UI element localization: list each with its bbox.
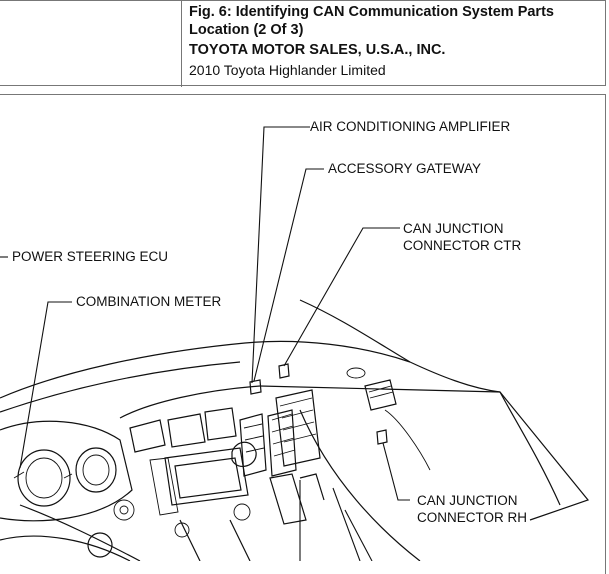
leader-can-junction-rh [382, 442, 410, 501]
accessory-gateway-connector [249, 379, 262, 395]
label-accessory-gateway: ACCESSORY GATEWAY [328, 161, 481, 176]
label-power-steering-ecu: POWER STEERING ECU [12, 249, 168, 264]
company-name: TOYOTA MOTOR SALES, U.S.A., INC. [189, 42, 446, 58]
leader-combination-meter [19, 301, 72, 469]
header-divider [181, 1, 182, 87]
header-text-block: Fig. 6: Identifying CAN Communication Sy… [189, 3, 605, 80]
callout-leaders [0, 126, 410, 501]
dashboard-diagram: AIR CONDITIONING AMPLIFIER ACCESSORY GAT… [0, 119, 590, 561]
label-can-junction-ctr-line2: CONNECTOR CTR [403, 238, 522, 253]
leader-accessory-gateway [253, 168, 324, 382]
label-air-conditioning-amplifier: AIR CONDITIONING AMPLIFIER [310, 119, 511, 134]
label-can-junction-rh-line2: CONNECTOR RH [417, 510, 527, 525]
label-can-junction-ctr-line1: CAN JUNCTION [403, 221, 504, 236]
callout-labels: AIR CONDITIONING AMPLIFIER ACCESSORY GAT… [12, 119, 527, 525]
vehicle-name: 2010 Toyota Highlander Limited [189, 62, 386, 78]
label-combination-meter: COMBINATION METER [76, 294, 222, 309]
figure-title: Fig. 6: Identifying CAN Communication Sy… [189, 4, 554, 38]
can-junction-ctr-connector [278, 363, 290, 379]
can-junction-rh-connector [376, 429, 388, 445]
dashboard-illustration [0, 299, 590, 561]
leader-can-junction-ctr [283, 227, 400, 367]
label-can-junction-rh-line1: CAN JUNCTION [417, 493, 518, 508]
figure-header: Fig. 6: Identifying CAN Communication Sy… [0, 0, 606, 87]
leader-air-conditioning-amplifier [251, 126, 310, 384]
diagram-frame [0, 94, 606, 574]
